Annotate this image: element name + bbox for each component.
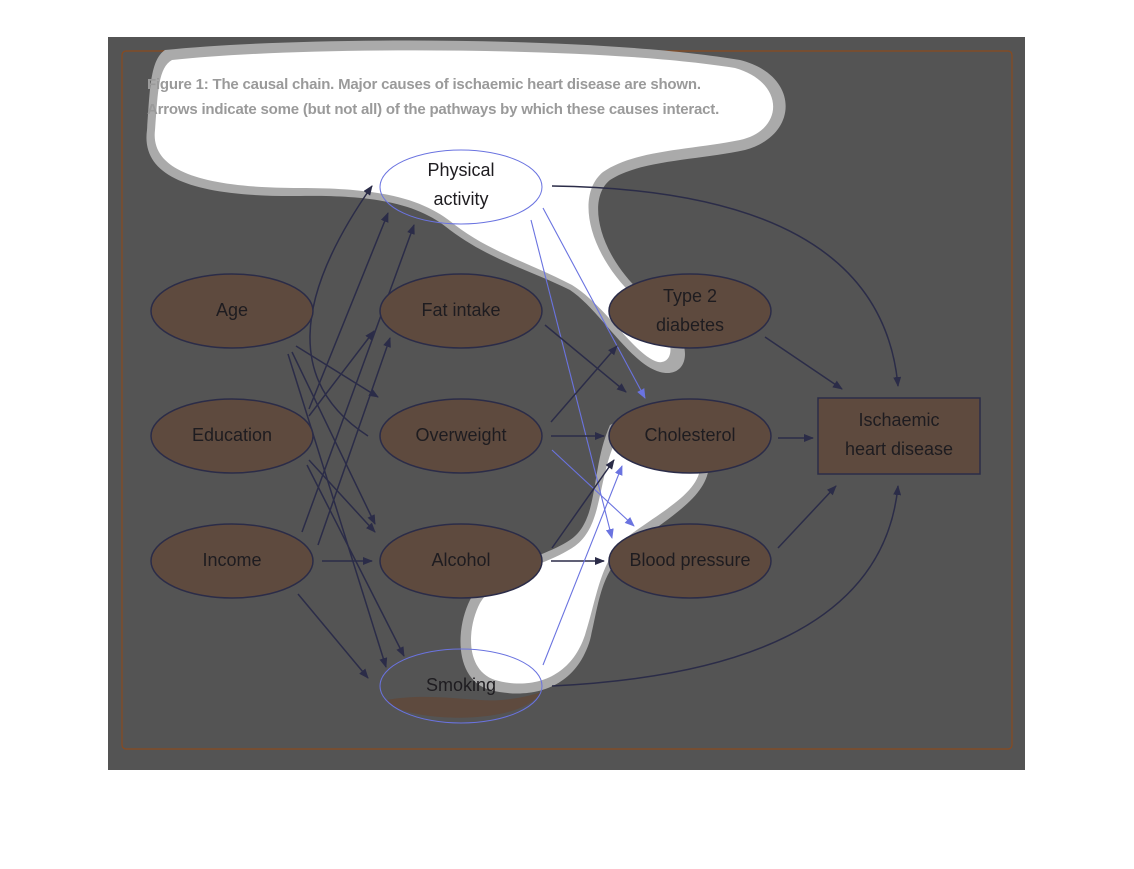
node-type2-diabetes-label: Type 2 diabetes [610,282,770,340]
edge-education-to-fat-intake [308,330,375,417]
edge-overweight-to-type2-diabetes [550,345,618,423]
node-ischaemic-line2: heart disease [844,439,954,459]
edge-overweight-to-blood-pressure [551,449,635,527]
node-age-label: Age [215,300,249,320]
node-cholesterol [608,398,772,474]
caption-line-2: Arrows indicate some (but not all) of th… [147,101,720,118]
node-blood-pressure [608,523,772,599]
node-overweight [379,398,543,474]
node-fat-intake-label: Fat intake [421,300,501,320]
node-cholesterol-label: Cholesterol [644,425,736,445]
node-overweight-label: Overweight [415,425,507,445]
edges-layer [287,185,902,687]
edge-alcohol-to-cholesterol [551,459,615,549]
node-ischaemic-line1: Ischaemic [858,410,940,430]
edge-physical-activity-to-ischaemic-heart-disease [551,185,902,387]
node-type2-diabetes-line2: diabetes [655,315,725,335]
edge-income-to-smoking [297,593,369,679]
edge-type2-diabetes-to-ischaemic-heart-disease [764,336,843,390]
node-education-label: Education [191,425,273,445]
edge-blood-pressure-to-ischaemic-heart-disease [777,485,837,549]
node-smoking [379,648,543,724]
edge-overweight-to-physical-activity [309,185,373,437]
nodes-layer [150,149,981,724]
edge-fat-intake-to-cholesterol [544,324,627,393]
node-smoking-label: Smoking [425,675,497,695]
node-physical-activity-label: Physical activity [381,156,541,214]
node-physical-activity-line2: activity [433,189,489,209]
edge-income-to-fat-intake [317,337,391,546]
edge-physical-activity-to-blood-pressure [530,219,614,539]
node-income-label: Income [202,550,262,570]
node-fat-intake [379,273,543,349]
edge-age-to-smoking [287,353,388,668]
edge-age-to-overweight [295,345,379,398]
node-smoking-shade [386,692,541,718]
node-type2-diabetes-line1: Type 2 [662,286,718,306]
node-alcohol-label: Alcohol [431,550,491,570]
node-income [150,523,314,599]
node-type2-diabetes [608,273,772,349]
edge-physical-activity-to-cholesterol [542,207,646,399]
node-ischaemic-heart-disease-label: Ischaemic heart disease [818,406,980,464]
caption-line-1: Figure 1: The causal chain. Major causes… [147,76,701,93]
edge-income-to-physical-activity [301,224,415,533]
node-age [150,273,314,349]
edge-age-to-alcohol [291,351,376,525]
edge-smoking-to-ischaemic-heart-disease [551,485,902,687]
node-alcohol [379,523,543,599]
edge-smoking-to-cholesterol [542,465,623,666]
node-education [150,398,314,474]
node-physical-activity-line1: Physical [427,160,495,180]
node-blood-pressure-label: Blood pressure [629,550,751,570]
edge-education-to-alcohol [308,459,376,533]
edge-education-to-physical-activity [308,212,389,410]
node-physical-activity [379,149,543,225]
node-ischaemic-heart-disease [817,397,981,475]
